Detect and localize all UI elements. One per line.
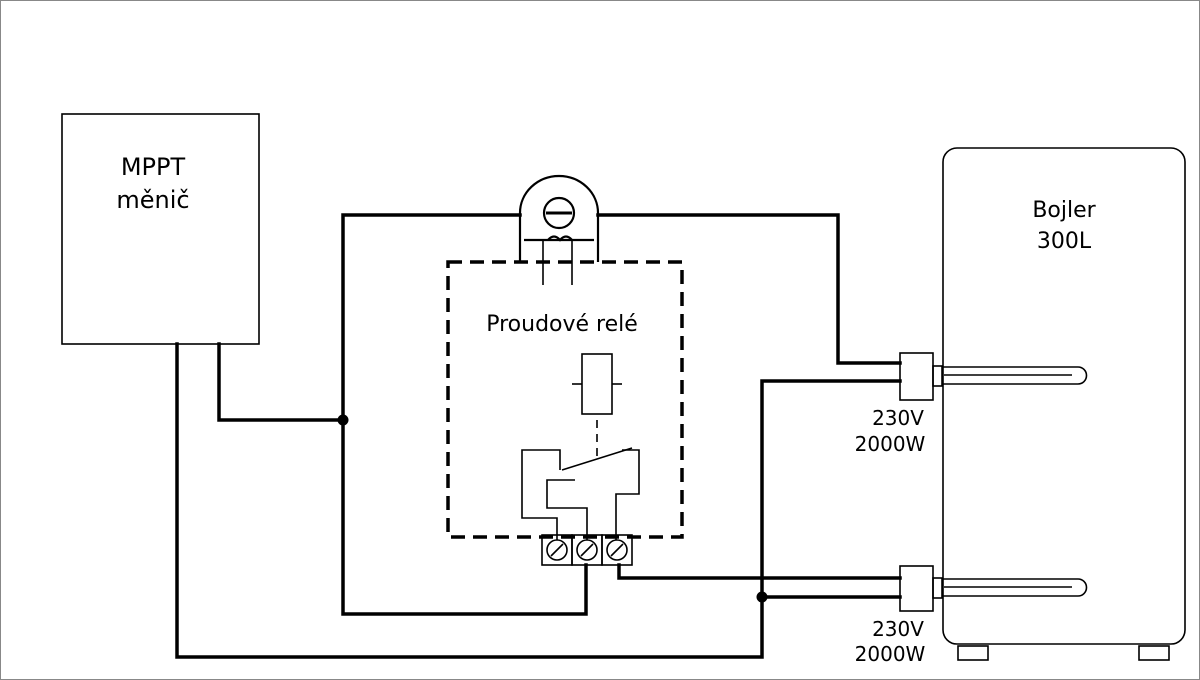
- mppt-inverter: MPPT měnič: [61, 113, 260, 345]
- coil-body: [581, 353, 613, 415]
- contact-path-center: [546, 479, 588, 540]
- contact-blade: [561, 447, 633, 471]
- heater-top-element-outer: [942, 366, 1088, 385]
- wire-to-sensor: [341, 213, 522, 422]
- junction-node-right: [756, 591, 768, 603]
- sensor-toroid: [542, 196, 576, 230]
- screw-slot-3: [610, 543, 624, 557]
- boiler: Bojler 300L: [942, 147, 1186, 661]
- heater-bottom-flange: [932, 577, 943, 599]
- wire-mppt-positive: [217, 342, 345, 422]
- contact-path-right: [615, 449, 640, 540]
- heater-top: 230V 2000W: [855, 352, 1088, 456]
- boiler-tank: [942, 147, 1186, 645]
- junction-node-left: [337, 414, 349, 426]
- boiler-label-line1: Bojler: [1032, 198, 1096, 223]
- relay-coil: [572, 353, 622, 456]
- sensor-housing: [518, 174, 600, 262]
- screw-slot-2: [580, 543, 594, 557]
- current-sensor: [518, 174, 600, 285]
- relay-label: Proudové relé: [486, 312, 638, 337]
- heater-bottom-voltage: 230V: [872, 617, 924, 641]
- contact-path-left: [521, 449, 561, 540]
- wire-mppt-negative: [175, 342, 902, 659]
- mppt-label-line1: MPPT: [121, 153, 186, 181]
- heater-top-head: [899, 352, 934, 401]
- wire-to-relay-common: [341, 418, 588, 616]
- wires: [175, 213, 902, 659]
- wire-sensor-to-heater-top: [596, 213, 902, 365]
- boiler-label-line2: 300L: [1037, 229, 1092, 254]
- heater-bottom-power: 2000W: [855, 642, 926, 666]
- heater-top-voltage: 230V: [872, 406, 924, 430]
- heater-bottom-head: [899, 565, 934, 612]
- mppt-box: [61, 113, 260, 345]
- heater-bottom-element-outer: [942, 578, 1088, 597]
- boiler-foot-right: [1138, 645, 1170, 661]
- screw-3: [606, 539, 628, 561]
- terminal-3: [601, 534, 633, 566]
- relay-enclosure: [446, 260, 684, 539]
- wire-relay-to-heater-bottom: [617, 563, 902, 580]
- screw-slot-1: [550, 543, 564, 557]
- terminal-block: [541, 534, 633, 566]
- screw-2: [576, 539, 598, 561]
- heater-top-flange: [932, 365, 943, 387]
- boiler-foot-left: [957, 645, 989, 661]
- mppt-label-line2: měnič: [116, 186, 189, 214]
- sensor-coil: [547, 235, 573, 242]
- relay-contact: [521, 447, 640, 540]
- screw-1: [546, 539, 568, 561]
- heater-bottom: 230V 2000W: [855, 565, 1088, 666]
- heater-top-power: 2000W: [855, 432, 926, 456]
